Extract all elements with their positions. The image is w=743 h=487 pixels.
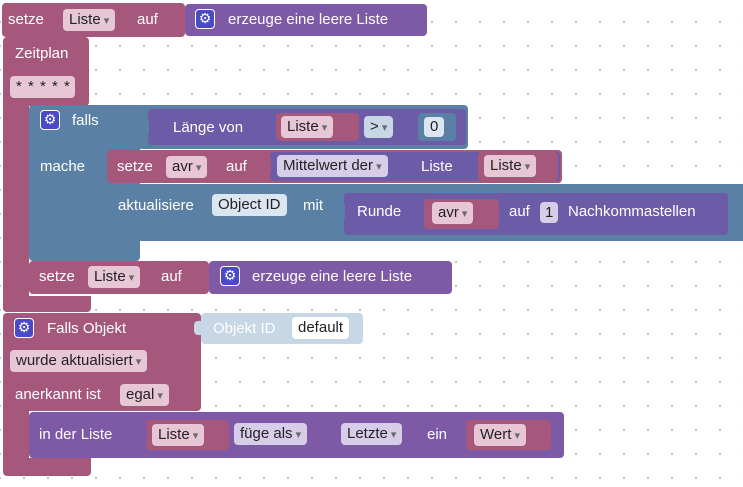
create-empty-list-block[interactable]: [209, 261, 452, 294]
set-label: setze: [39, 268, 75, 285]
operator-dropdown[interactable]: >: [364, 116, 394, 138]
trigger-block-bottom: [3, 458, 91, 476]
ack-label: anerkannt ist: [15, 386, 101, 403]
set-label: setze: [8, 11, 44, 28]
input-socket: [176, 13, 183, 27]
number-field[interactable]: 0: [424, 117, 445, 137]
list-label: Liste: [421, 158, 453, 175]
object-id-field[interactable]: Object ID: [212, 194, 287, 216]
math-function-dropdown[interactable]: Mittelwert der: [277, 155, 388, 177]
input-socket: [194, 321, 201, 335]
var-dropdown-liste[interactable]: Liste: [484, 155, 537, 177]
gear-icon[interactable]: ⚙: [14, 318, 34, 338]
schedule-label: Zeitplan: [15, 45, 69, 62]
gear-icon[interactable]: ⚙: [40, 110, 60, 130]
var-dropdown-liste[interactable]: Liste: [63, 9, 116, 31]
input-socket: [459, 428, 466, 442]
object-id-value-field[interactable]: default: [292, 317, 350, 339]
do-label: mache: [40, 158, 86, 175]
gear-icon[interactable]: ⚙: [195, 9, 215, 29]
input-socket: [264, 159, 271, 173]
auf-label: auf: [509, 203, 530, 220]
auf-label: auf: [137, 11, 158, 28]
create-list-label: erzeuge eine leere Liste: [228, 11, 389, 28]
input-socket: [140, 428, 147, 442]
in-list-label: in der Liste: [39, 426, 113, 443]
length-of-label: Länge von: [173, 119, 244, 136]
auf-label: auf: [226, 158, 247, 175]
create-list-label: erzeuge eine leere Liste: [252, 268, 413, 285]
update-label: aktualisiere: [118, 197, 194, 214]
mit-label: mit: [303, 197, 323, 214]
digits-field[interactable]: 1: [540, 202, 559, 223]
ein-label: ein: [427, 426, 448, 443]
decimals-label: Nachkommastellen: [568, 203, 696, 220]
ack-dropdown[interactable]: egal: [120, 384, 169, 406]
trigger-label: Falls Objekt: [47, 320, 127, 337]
var-dropdown-liste[interactable]: Liste: [152, 424, 205, 446]
set-label: setze: [117, 158, 153, 175]
create-empty-list-block[interactable]: [185, 4, 427, 36]
cron-field[interactable]: * * * * *: [10, 76, 75, 98]
if-label: falls: [72, 112, 99, 129]
round-block[interactable]: [344, 193, 728, 235]
object-id-label: Objekt ID: [213, 320, 276, 337]
round-label: Runde: [357, 203, 402, 220]
auf-label: auf: [161, 268, 182, 285]
schedule-block-bottom: [3, 296, 91, 312]
var-dropdown-avr[interactable]: avr: [432, 202, 474, 224]
var-dropdown-liste[interactable]: Liste: [281, 116, 334, 138]
input-socket: [338, 204, 345, 218]
schedule-block-spine: [3, 100, 29, 310]
input-socket: [142, 120, 149, 134]
input-socket: [202, 270, 209, 284]
insert-position-dropdown[interactable]: Letzte: [341, 423, 403, 445]
var-dropdown-wert[interactable]: Wert: [474, 424, 526, 446]
insert-mode-dropdown[interactable]: füge als: [234, 423, 308, 445]
var-dropdown-liste[interactable]: Liste: [88, 266, 141, 288]
event-dropdown[interactable]: wurde aktualisiert: [10, 350, 148, 372]
gear-icon[interactable]: ⚙: [220, 266, 240, 286]
var-dropdown-avr[interactable]: avr: [166, 156, 208, 178]
